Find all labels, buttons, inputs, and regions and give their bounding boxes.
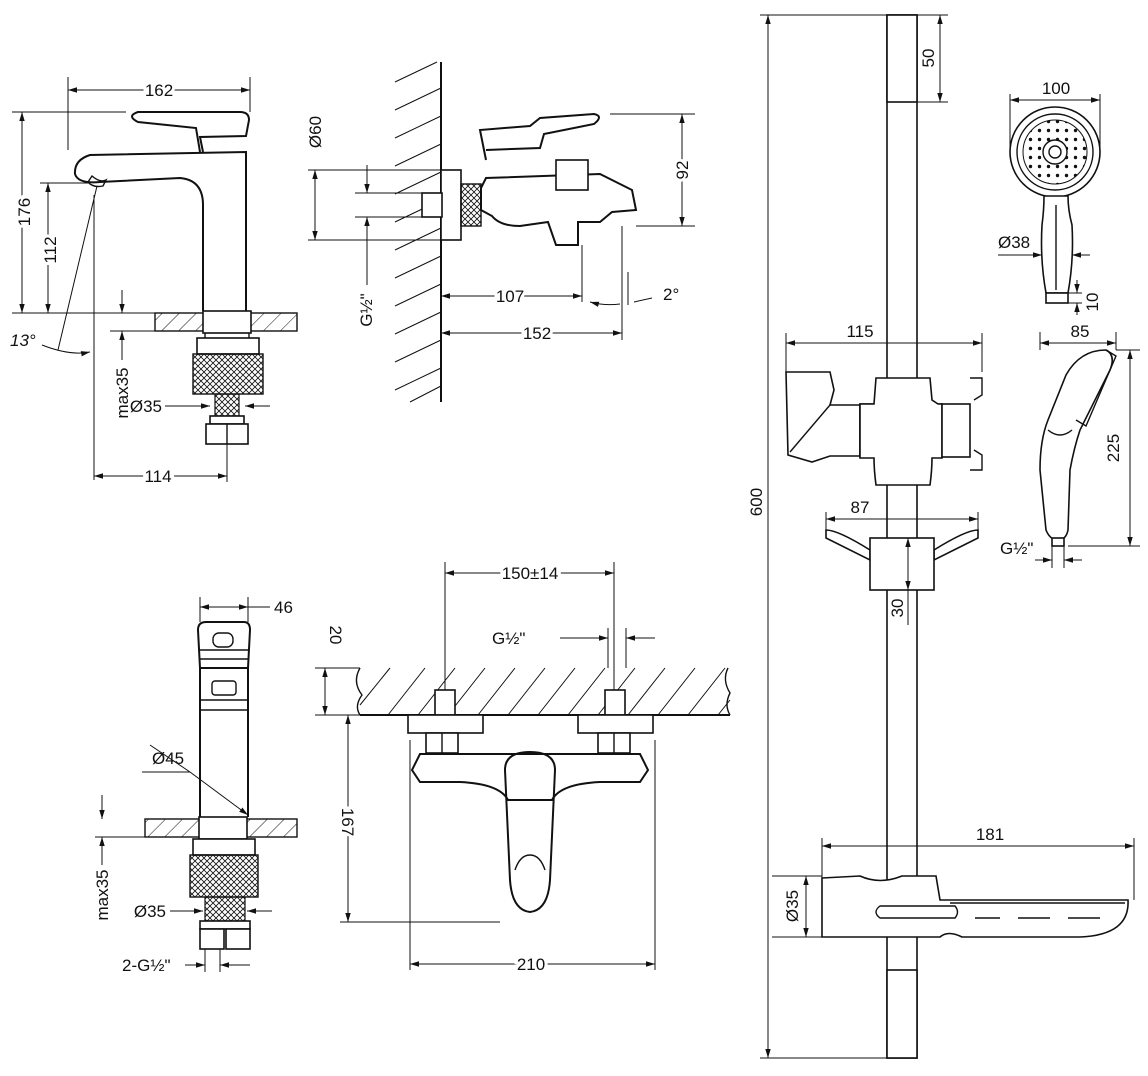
dim-max35-front: max35 [93,869,112,920]
dim-d35-dish: Ø35 [783,890,802,922]
handshower-side-view [1039,349,1117,547]
wall-flange [440,169,462,241]
dim-d60: Ø60 [306,116,325,148]
dim-50: 50 [919,49,938,68]
basin-mixer-front-body [199,667,249,817]
hose-nut-right [225,928,251,950]
dim-10: 10 [1083,293,1102,312]
rail-bottom-cap [886,969,918,1059]
dim-max35-basin: max35 [113,367,132,418]
dim-g12-bath: G½" [357,293,376,326]
dim-225: 225 [1104,434,1123,462]
handset-holder [785,371,983,486]
soap-dish [821,875,1129,938]
wall-section [394,61,442,403]
dim-100: 100 [1042,79,1070,98]
dim-115: 115 [846,322,873,341]
dim-2deg: 2° [663,285,679,304]
dim-30: 30 [888,599,907,618]
bath-mixer-body [480,172,638,246]
slider-bracket [825,529,979,591]
dim-176: 176 [15,198,34,226]
basin-mixer-handle [131,111,251,153]
shower-mixer-lever [503,750,557,914]
dim-92: 92 [673,161,692,180]
handshower-face-view [1009,106,1101,304]
handshower-handle [1040,195,1074,294]
dim-d45: Ø45 [152,749,184,768]
shower-rail-set: 600 50 115 87 30 181 Ø35 100 Ø38 [744,14,1140,1059]
bath-mixer-side-view: Ø60 G½" 92 107 2° 152 [306,61,695,403]
basin-mixer-front-view: 46 Ø45 max35 Ø35 2-G½" [93,597,298,975]
dim-20: 20 [326,626,345,645]
wall-section-top [355,667,731,716]
shower-mixer-body [410,753,650,801]
basin-mixer-body [73,150,247,311]
dim-d35-front: Ø35 [134,902,166,921]
dim-13deg: 13° [10,331,36,350]
dim-g12-shower: G½" [492,629,525,648]
dim-107: 107 [496,287,524,306]
dim-d35-basin: Ø35 [130,397,162,416]
dim-85: 85 [1071,322,1090,341]
hose-nut-left [199,928,225,950]
dim-181: 181 [976,825,1004,844]
dim-210: 210 [517,955,545,974]
bath-mixer-handle [478,112,600,161]
dim-114: 114 [144,467,171,486]
dim-46: 46 [274,598,293,617]
dim-d38: Ø38 [998,233,1030,252]
dim-150-14: 150±14 [502,564,559,583]
basin-mixer-side-view: 162 176 112 13° max35 Ø35 114 [10,77,298,489]
dim-167: 167 [338,808,357,836]
rail-top-cap [886,14,918,103]
dim-600: 600 [747,488,766,516]
mounting-nut [192,353,264,395]
dim-87: 87 [851,498,870,517]
dim-g12-handshower: G½" [1000,539,1033,558]
dim-162: 162 [145,81,173,100]
shower-mixer-front-view: 150±14 G½" 20 167 210 [315,561,731,977]
dim-2-g12: 2-G½" [122,956,171,975]
dim-152: 152 [523,324,551,343]
dim-112: 112 [41,236,60,263]
